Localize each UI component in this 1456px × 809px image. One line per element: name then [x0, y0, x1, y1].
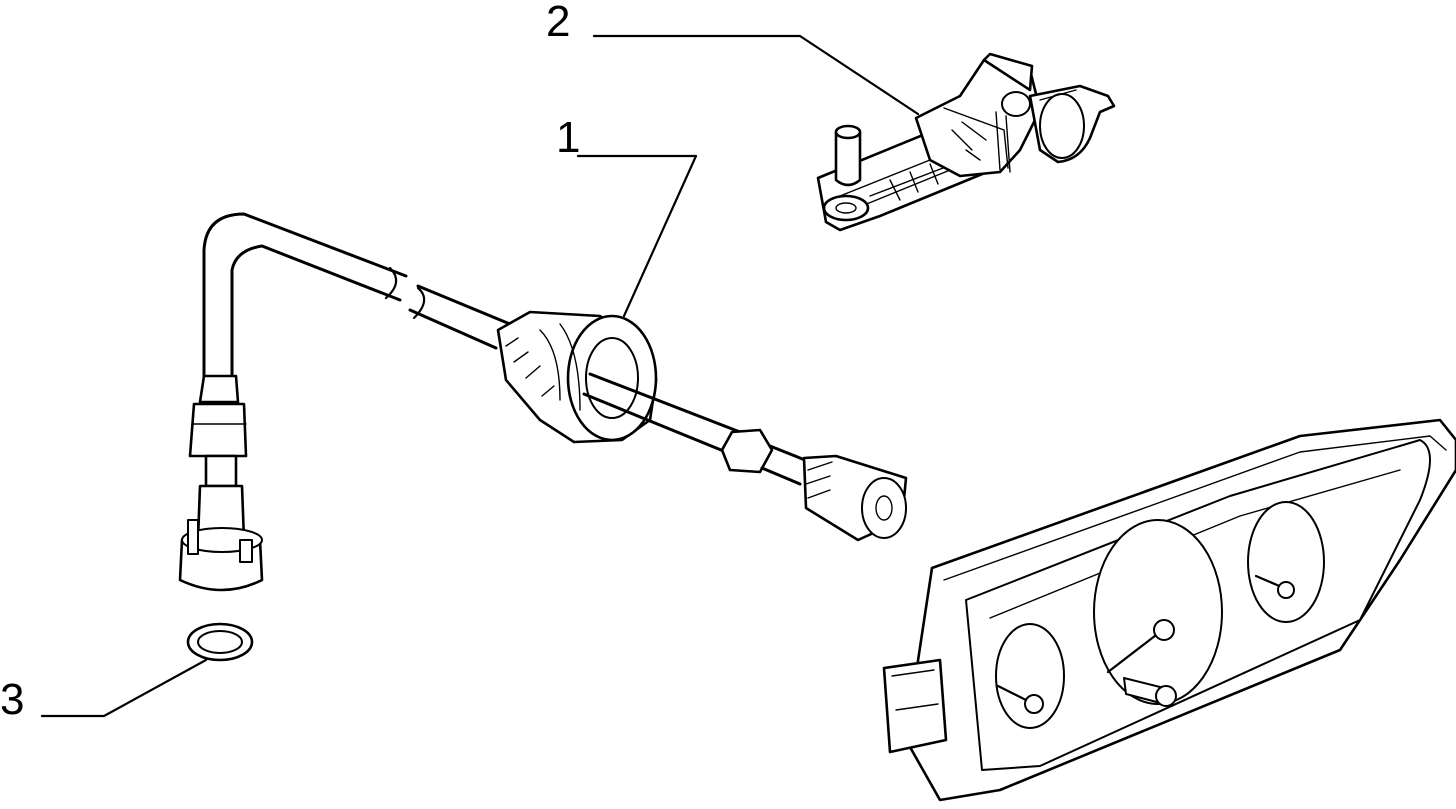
callout-1: 1 [556, 113, 580, 162]
gauge-center [1093, 519, 1223, 707]
gauge-left [995, 623, 1065, 729]
gauge-right [1247, 501, 1325, 623]
callout-2: 2 [546, 0, 570, 46]
part-1-speedometer-cable [178, 212, 908, 592]
leader-line-2 [592, 34, 920, 116]
callout-3: 3 [0, 675, 24, 724]
instrument-cluster [882, 418, 1456, 802]
part-2-lever-assembly [816, 52, 1116, 232]
leader-line-1 [576, 154, 698, 318]
leader-line-3 [40, 658, 208, 718]
leader-lines [40, 34, 920, 718]
part-3-o-ring [186, 622, 254, 662]
